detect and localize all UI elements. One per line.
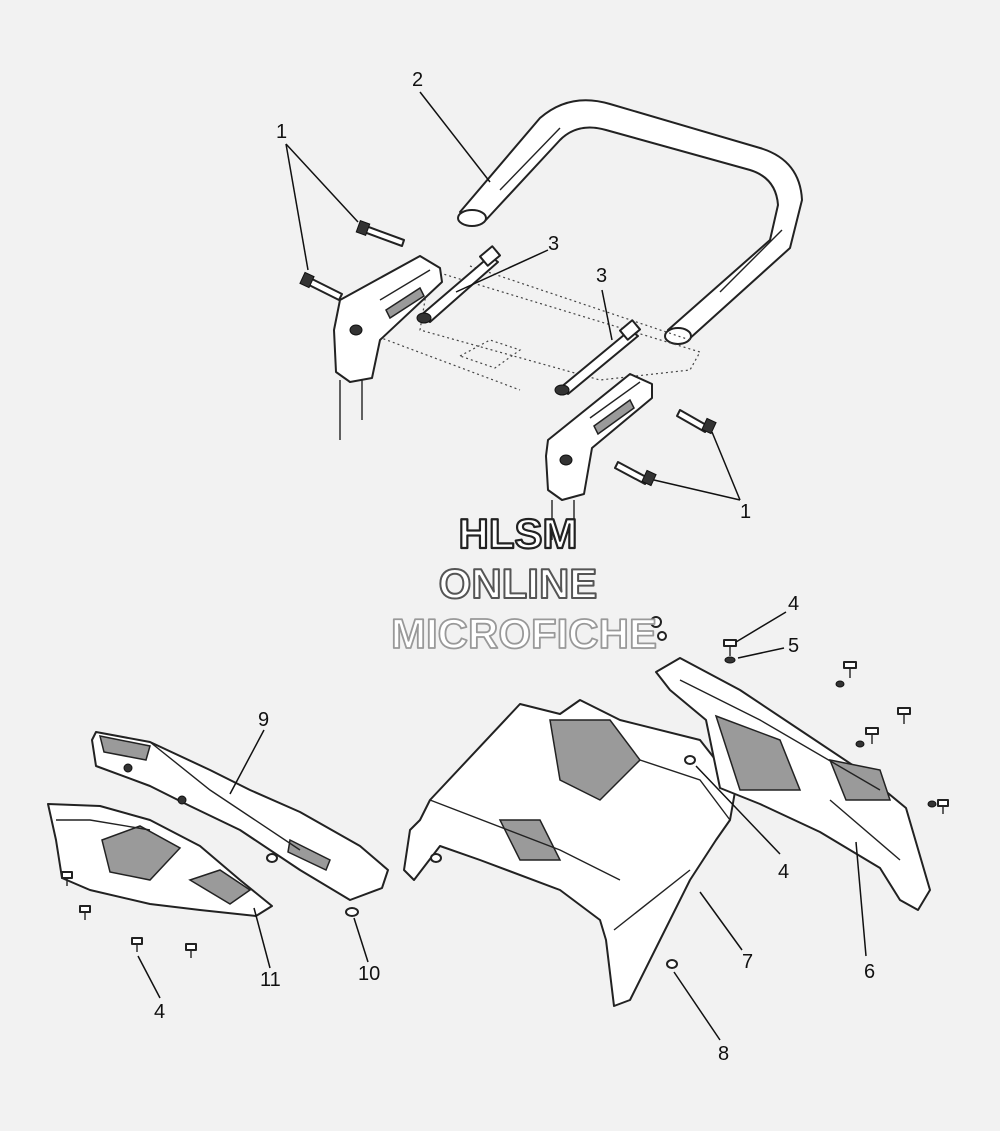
fastener-part-4 xyxy=(131,937,143,952)
watermark-line-2: ONLINE xyxy=(439,560,598,607)
washer-part-5 xyxy=(724,656,736,664)
callout-9: 9 xyxy=(258,709,269,731)
leader-lines xyxy=(137,91,867,1041)
fastener-part-4 xyxy=(937,799,949,814)
fasteners xyxy=(61,616,949,969)
watermark: HLSM ONLINE MICROFICHE xyxy=(390,509,658,658)
fastener-part-4 xyxy=(61,871,73,886)
callout-6: 6 xyxy=(864,961,875,983)
strap-right-part-3 xyxy=(554,319,641,396)
watermark-line-3: MICROFICHE xyxy=(391,610,657,657)
fastener-part-4 xyxy=(79,905,91,920)
left-mount-bracket xyxy=(333,255,443,440)
callout-1b: 1 xyxy=(740,501,751,523)
callout-8: 8 xyxy=(718,1043,729,1065)
bolt-part-1 xyxy=(299,271,343,301)
fastener-part-4 xyxy=(684,755,696,765)
fastener-part-8 xyxy=(430,853,442,863)
panel-part-6 xyxy=(655,657,931,911)
callout-2: 2 xyxy=(412,69,423,91)
strap-left-part-3 xyxy=(416,245,501,324)
panel-part-11 xyxy=(47,803,273,917)
fastener-part-4 xyxy=(835,680,845,688)
fastener-part-4 xyxy=(650,616,667,641)
callout-1a: 1 xyxy=(276,121,287,143)
callout-4b: 4 xyxy=(778,861,789,883)
bolt-part-1 xyxy=(355,220,405,247)
fastener-part-4 xyxy=(855,740,865,748)
callout-3b: 3 xyxy=(596,265,607,287)
fastener-part-10 xyxy=(345,907,359,917)
callout-4c: 4 xyxy=(154,1001,165,1023)
callout-7: 7 xyxy=(742,951,753,973)
bolt-part-1 xyxy=(676,409,717,435)
callout-11: 11 xyxy=(260,969,281,991)
callout-4a: 4 xyxy=(788,593,799,615)
cover-part-9 xyxy=(91,731,389,901)
fastener-part-4 xyxy=(897,707,911,724)
fastener-part-4 xyxy=(927,800,937,808)
callout-3a: 3 xyxy=(548,233,559,255)
bolt-part-1 xyxy=(614,461,657,487)
callout-labels: 1 2 3 3 1 4 5 4 6 7 8 9 10 11 4 xyxy=(154,69,875,1065)
fastener-part-4 xyxy=(843,661,857,678)
watermark-line-1: HLSM xyxy=(459,510,578,557)
fastener-part-4 xyxy=(723,639,737,656)
fastener-part-8 xyxy=(666,959,678,969)
callout-10: 10 xyxy=(358,963,380,985)
fastener-part-10 xyxy=(266,853,278,863)
callout-5: 5 xyxy=(788,635,799,657)
fastener-part-4 xyxy=(865,727,879,744)
right-mount-bracket xyxy=(545,373,653,540)
roll-bar-part-2 xyxy=(457,99,803,345)
rear-panel-part-7 xyxy=(403,699,737,1007)
fastener-part-4 xyxy=(185,943,197,958)
